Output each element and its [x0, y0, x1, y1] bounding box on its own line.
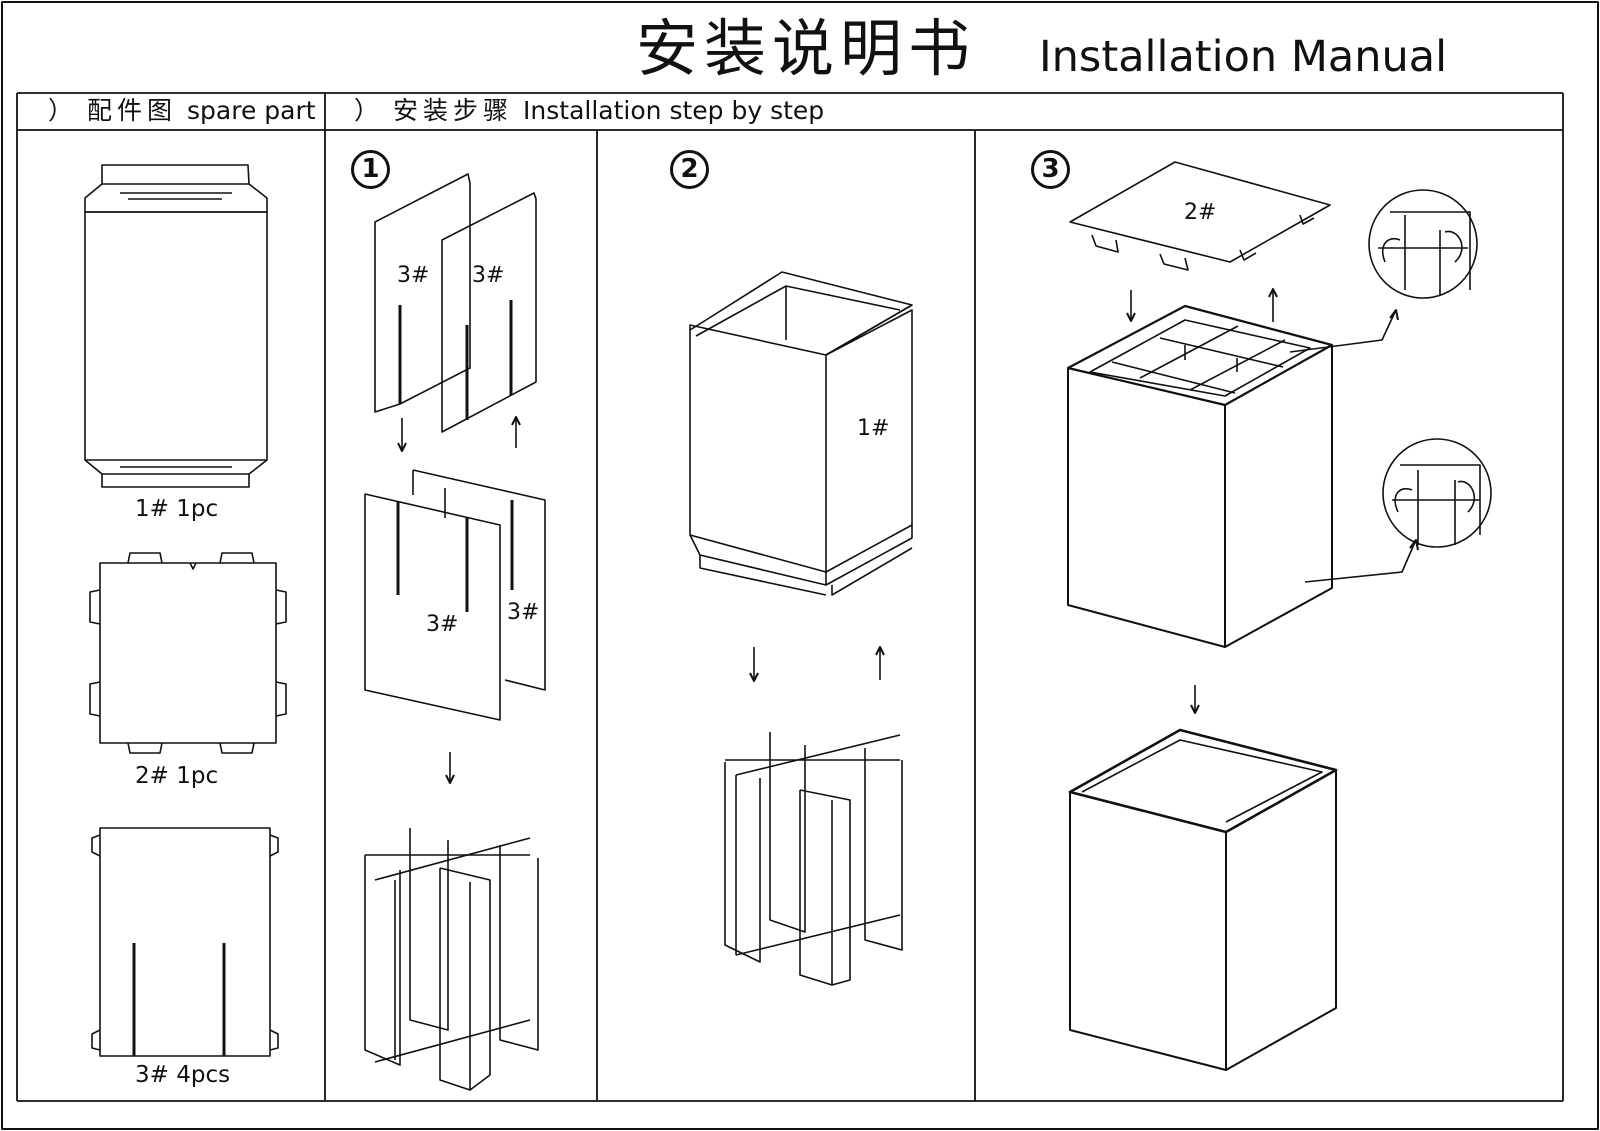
- steps-header: ） 安装步骤 Installation step by step: [354, 98, 824, 123]
- step-3-assembly-illustration: [1066, 161, 1492, 1071]
- part-2-caption: 2# 1pc: [135, 763, 219, 789]
- step-2-number: 2: [670, 150, 709, 189]
- spare-part-header-cn: 配件图: [87, 96, 178, 125]
- step-3-number: 3: [1031, 150, 1070, 189]
- spare-part-header-bracket: ）: [48, 96, 74, 125]
- step-1-panels-illustration: [364, 173, 546, 1091]
- part-2-lid-pad-icon: [89, 552, 287, 754]
- part-3-caption: 3# 4pcs: [135, 1062, 231, 1088]
- step-1-label-panel-a: 3#: [397, 263, 430, 288]
- step-1-number: 1: [351, 150, 390, 189]
- spare-part-header: ） 配件图 spare part: [48, 98, 316, 123]
- steps-header-cn: 安装步骤: [393, 96, 514, 125]
- title-english: Installation Manual: [1039, 32, 1448, 82]
- part-1-outer-box-sleeve-icon: [84, 164, 268, 488]
- spare-part-header-en: spare part: [187, 96, 316, 125]
- part-1-caption: 1# 1pc: [135, 496, 219, 522]
- step-2-box-illustration: [689, 271, 913, 986]
- step-1-label-panel-b: 3#: [472, 263, 505, 288]
- step-1-label-crossed-front: 3#: [426, 612, 459, 637]
- step-3-label-lid: 2#: [1184, 200, 1217, 225]
- steps-header-bracket: ）: [354, 96, 380, 125]
- step-1-label-crossed-back: 3#: [507, 600, 540, 625]
- part-3-slotted-divider-panel-icon: [91, 827, 279, 1057]
- title-chinese: 安装说明书: [636, 12, 977, 85]
- steps-header-en: Installation step by step: [523, 96, 825, 125]
- step-2-label-box: 1#: [857, 416, 890, 441]
